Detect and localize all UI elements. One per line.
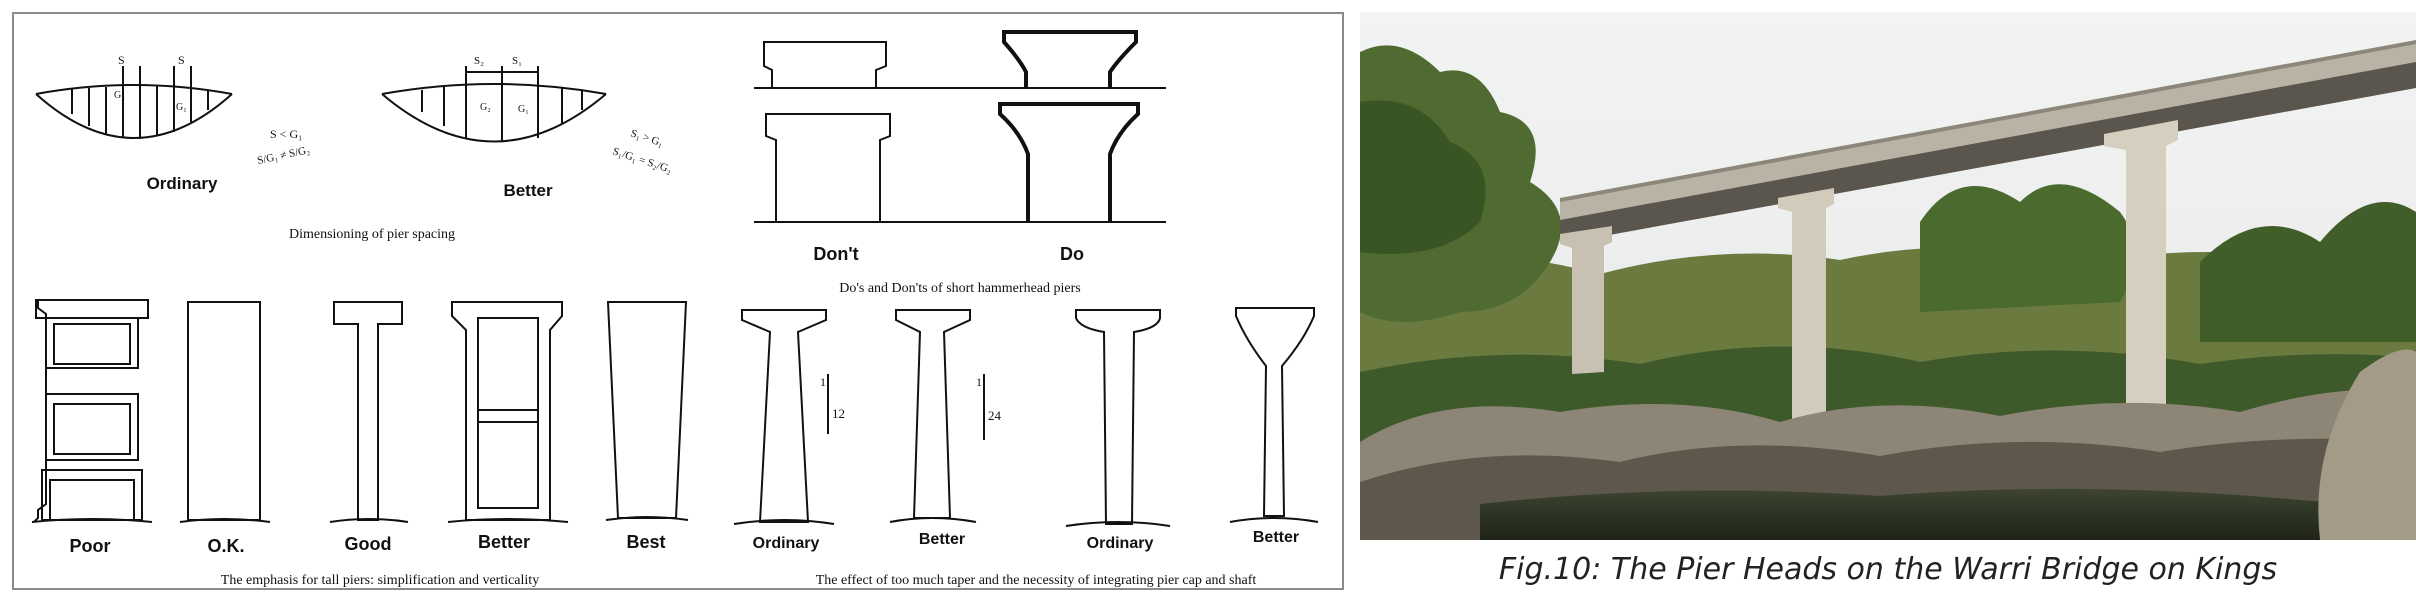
taper-ratio-2-bottom: 24 <box>988 408 1002 423</box>
ord-relation-1: S < G₁ <box>270 127 302 141</box>
hammerhead-caption: Do's and Don'ts of short hammerhead pier… <box>839 281 1080 296</box>
tall-label-poor: Poor <box>69 536 110 556</box>
bridge-photo <box>1360 12 2416 540</box>
taper-caption: The effect of too much taper and the nec… <box>816 573 1257 588</box>
design-guidelines-panel: S S G₂ G₁ S < G₁ S/G₁ ≠ S/G₂ S₂ S₁ G₂ G₁… <box>12 12 1344 590</box>
taper-label-ordinary-1: Ordinary <box>753 535 820 552</box>
spacing-caption: Dimensioning of pier spacing <box>289 227 455 242</box>
taper-ratio-1-bottom: 12 <box>832 406 845 421</box>
spacing-symbols: S S G₂ G₁ S < G₁ S/G₁ ≠ S/G₂ S₂ S₁ G₂ G₁… <box>114 53 673 176</box>
bet-relation-1: S₁ > G₁ <box>629 127 665 149</box>
bet-sym-g2: G₂ <box>480 102 491 113</box>
taper-label-ordinary-2: Ordinary <box>1087 535 1154 552</box>
tall-pier-figures <box>31 299 689 523</box>
ord-sym-s2: S <box>178 53 185 67</box>
taper-label-better-1: Better <box>919 531 965 548</box>
hammerhead-figures <box>754 30 1166 223</box>
bet-sym-g1: G₁ <box>518 104 529 115</box>
ordinary-spacing-label: Ordinary <box>147 174 218 193</box>
ord-relation-2: S/G₁ ≠ S/G₂ <box>256 144 311 167</box>
bet-sym-s2: S₂ <box>474 55 484 67</box>
tall-label-better: Better <box>478 532 530 552</box>
bet-relation-2: S₁/G₁ = S₂/G₂ <box>611 145 673 175</box>
pier-design-diagram: S S G₂ G₁ S < G₁ S/G₁ ≠ S/G₂ S₂ S₁ G₂ G₁… <box>31 30 1319 588</box>
better-spacing-figure <box>381 66 607 143</box>
taper-figures <box>733 307 1319 527</box>
tall-label-ok: O.K. <box>207 536 244 556</box>
taper-label-better-2: Better <box>1253 529 1299 546</box>
ord-sym-s1: S <box>118 53 125 67</box>
tall-label-best: Best <box>626 532 665 552</box>
ord-sym-g2: G₂ <box>114 90 125 101</box>
better-spacing-label: Better <box>503 181 553 200</box>
photo-caption: Fig.10: The Pier Heads on the Warri Brid… <box>1498 552 2278 587</box>
taper-ratio-1-top: 1 <box>820 375 826 389</box>
bet-sym-s1: S₁ <box>512 55 522 67</box>
ordinary-spacing-figure <box>35 66 233 139</box>
tall-label-good: Good <box>345 534 392 554</box>
dont-label: Don't <box>813 244 858 264</box>
do-label: Do <box>1060 244 1084 264</box>
tall-piers-caption: The emphasis for tall piers: simplificat… <box>221 573 539 588</box>
taper-ratio-2-top: 1 <box>976 375 982 389</box>
ord-sym-g1: G₁ <box>176 102 187 113</box>
